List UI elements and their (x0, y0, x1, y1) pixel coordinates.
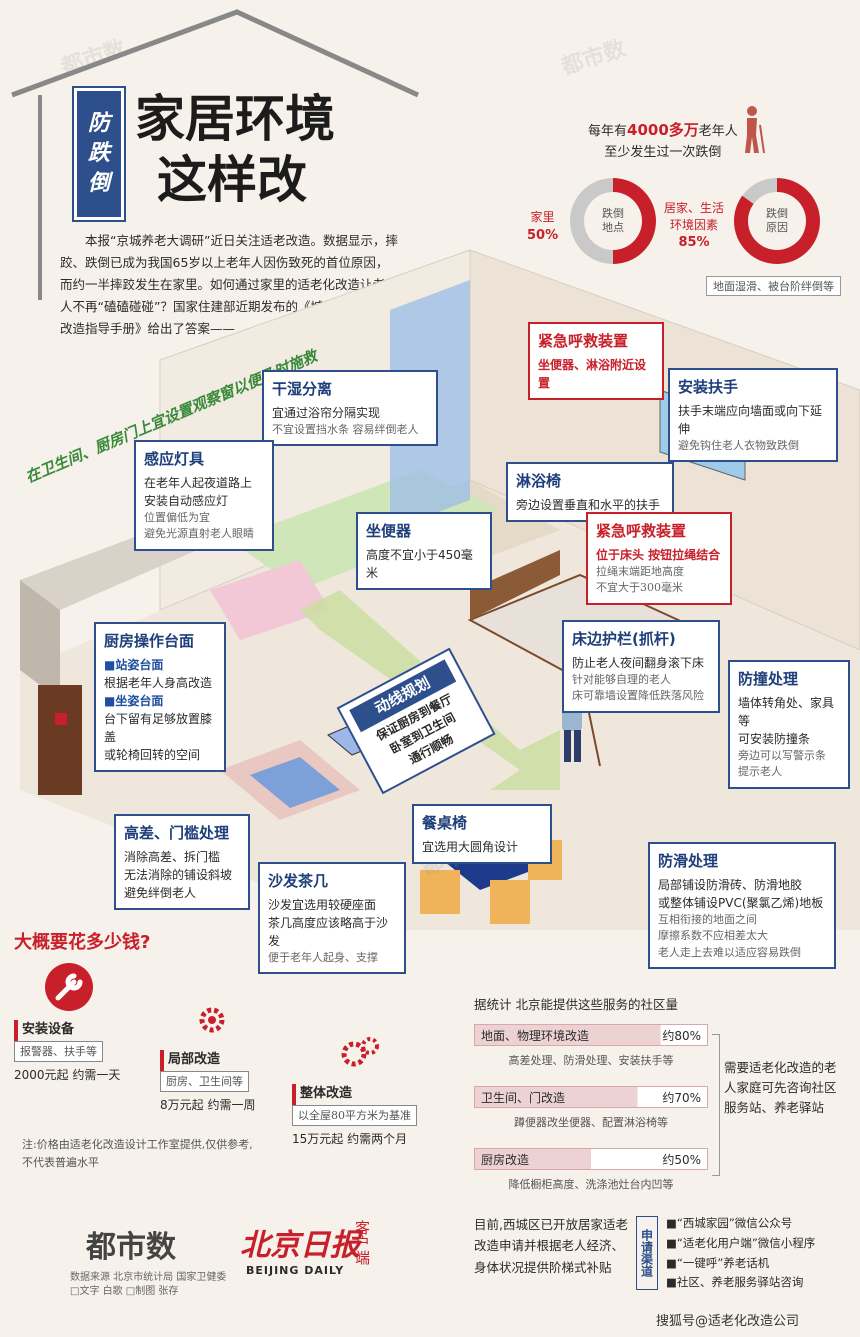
donut-fall-location: 跌倒 地点 (570, 178, 656, 264)
donut2-label: 居家、生活环境因素 85% (664, 201, 725, 250)
donut-fall-cause: 跌倒 原因 (734, 178, 820, 264)
community-row-floor: 地面、物理环境改造约80% 高差处理、防滑处理、安装扶手等 (474, 1024, 708, 1068)
cost-item-full: 整体改造 以全屋80平方米为基准 15万元起 约需两个月 (292, 1084, 417, 1150)
card-handrail: 安装扶手 扶手末端应向墙面或向下延伸 避免钩住老人衣物致跌倒 (668, 368, 838, 462)
channel-item: ■“一键呼”养老话机 (666, 1255, 770, 1270)
channel-item: ■“适老化用户端”微信小程序 (666, 1235, 816, 1250)
roof-outline (11, 9, 420, 300)
elder-icon (745, 106, 765, 154)
cost-title: 大概要花多少钱? (14, 932, 151, 953)
card-dining-chair: 餐桌椅 宜选用大圆角设计 (412, 804, 552, 864)
card-sofa-table: 沙发茶几 沙发宜选用较硬座面 茶几高度应该略高于沙发 便于老年人起身、支撑 (258, 862, 406, 974)
stat-headline: 每年有4000多万老年人 至少发生过一次跌倒 (588, 121, 738, 160)
donut1-center: 跌倒 地点 (584, 192, 642, 250)
card-kitchen-counter: 厨房操作台面 ■站姿台面 根据老年人身高改造 ■坐姿台面 台下留有足够放置膝盖 … (94, 622, 226, 772)
card-bump-protection: 防撞处理 墙体转角处、家具等 可安装防撞条 旁边可以写警示条 提示老人 (728, 660, 850, 789)
community-row-kitchen: 厨房改造约50% 降低橱柜高度、洗涤池灶台内凹等 (474, 1148, 708, 1192)
brand1-source: 数据来源 北京市统计局 国家卫健委 (70, 1272, 227, 1283)
cost-note: 注:价格由适老化改造设计工作室提供,仅供参考,不代表普遍水平 (22, 1138, 253, 1169)
card-toilet: 坐便器 高度不宜小于450毫米 (356, 512, 492, 590)
brand2-en: BEIJING DAILY (246, 1264, 345, 1277)
channel-list: ■“西城家园”微信公众号 ■“适老化用户端”微信小程序 ■“一键呼”养老话机 ■… (666, 1214, 815, 1293)
community-title: 据统计 北京能提供这些服务的社区量 (474, 997, 678, 1012)
brand1-credits: □文字 白歌 □制图 张存 (70, 1286, 179, 1297)
channel-item: ■“西城家园”微信公众号 (666, 1216, 793, 1230)
channel-item: ■社区、养老服务驿站咨询 (666, 1275, 804, 1290)
brand-dushushu: 都市数 (86, 1230, 176, 1265)
donut1-label: 家里 50% (527, 210, 559, 243)
card-threshold: 高差、门槛处理 消除高差、拆门槛 无法消除的铺设斜坡 避免绊倒老人 (114, 814, 250, 910)
cost-item-partial: 局部改造 厨房、卫生间等 8万元起 约需一周 (160, 1050, 256, 1113)
gear-icon (199, 1007, 225, 1033)
stat-note: 地面湿滑、被台阶绊倒等 (706, 276, 841, 296)
title-badge: 防跌倒 (74, 88, 124, 220)
community-row-bathroom: 卫生间、门改造约70% 蹲便器改坐便器、配置淋浴椅等 (474, 1086, 708, 1130)
community-side-note: 需要适老化改造的老人家庭可先咨询社区服务站、养老驿站 (724, 1060, 837, 1115)
card-dry-wet: 干湿分离 宜通过浴帘分隔实现 不宜设置挡水条 容易绊倒老人 (262, 370, 438, 446)
channel-label: 申请渠道 (636, 1216, 658, 1290)
brand-beijing-daily: 北京日报 (240, 1228, 360, 1263)
card-bed-rail: 床边护栏(抓杆) 防止老人夜间翻身滚下床 针对能够自理的老人 床可靠墙设置降低跌… (562, 620, 720, 713)
brand2-tag: 客户端 (353, 1220, 371, 1265)
xicheng-note: 目前,西城区已开放居家适老改造申请并根据老人经济、身体状况提供阶梯式补贴 (474, 1217, 628, 1275)
gears-icon (341, 1037, 379, 1067)
card-emergency-bed: 紧急呼救装置 位于床头 按钮拉绳结合 拉绳末端距地高度 不宜大于300毫米 (586, 512, 732, 605)
card-sensor-light: 感应灯具 在老年人起夜道路上 安装自动感应灯 位置偏低为宜 避免光源直射老人眼睛 (134, 440, 274, 551)
page-title: 家居环境 这样改 (135, 89, 335, 209)
community-bracket (712, 1034, 720, 1176)
source-watermark: 搜狐号@适老化改造公司 (656, 1314, 800, 1329)
cost-item-equipment: 安装设备 报警器、扶手等 2000元起 约需一天 (14, 1020, 121, 1083)
donut2-center: 跌倒 原因 (748, 192, 806, 250)
wrench-icon (45, 963, 93, 1011)
card-emergency-bath: 紧急呼救装置 坐便器、淋浴附近设置 (528, 322, 664, 400)
card-anti-slip: 防滑处理 局部铺设防滑砖、防滑地胶 或整体铺设PVC(聚氯乙烯)地板 互相衔接的… (648, 842, 836, 969)
